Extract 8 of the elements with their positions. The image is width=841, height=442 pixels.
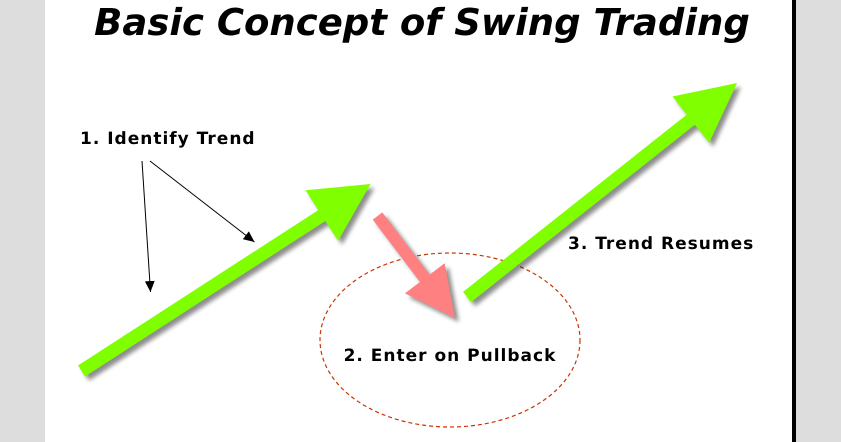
trend-arrow bbox=[78, 184, 371, 376]
pullback-arrow bbox=[372, 212, 455, 318]
step-label: 2. Enter on Pullback bbox=[344, 346, 556, 366]
step-label: 1. Identify Trend bbox=[80, 129, 256, 149]
leader-arrow bbox=[150, 160, 255, 242]
step-label: 3. Trend Resumes bbox=[568, 234, 754, 254]
leader-arrow bbox=[142, 160, 155, 292]
title: Basic Concept of Swing Trading bbox=[94, 0, 750, 46]
